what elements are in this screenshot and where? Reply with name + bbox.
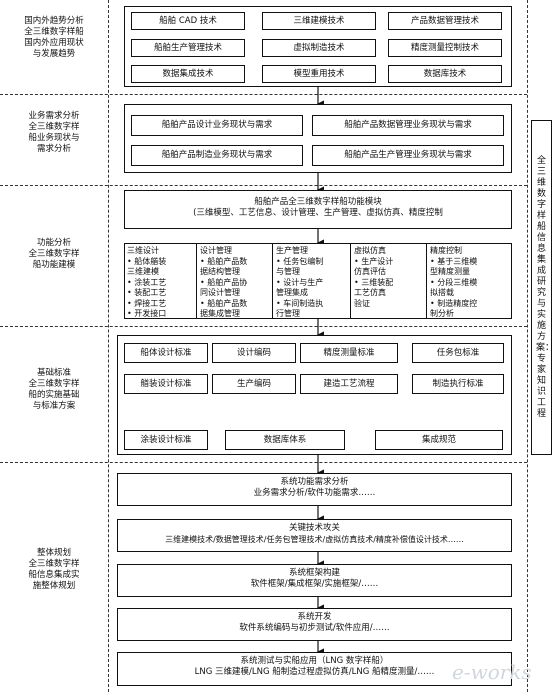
function-column-design-mgmt: 设计管理 • 船舶产品数 据结构管理 • 船舶产品协 同设计管理 • 船舶产品数…: [196, 244, 272, 318]
side-title: 全三维数字样船信息集成研究与实施方案：专家知识工程: [536, 155, 555, 419]
section-divider: [0, 185, 527, 186]
column-divider: [527, 0, 528, 692]
function-subtitle: (三维模型、工艺信息、设计管理、生产管理、虚拟仿真、精度控制: [193, 208, 443, 218]
needs-item: 船舶产品生产管理业务现状与需求: [312, 145, 504, 166]
trend-item: 数据库技术: [388, 65, 502, 83]
trend-item: 产品数据管理技术: [388, 12, 502, 30]
left-label-function: 功能分析全三维数字样船功能建模: [28, 238, 80, 270]
standards-item: 集成规范: [375, 430, 503, 450]
plan-step: 系统开发软件系统编码与初步测试/软件应用/……: [117, 608, 512, 641]
trend-item: 三维建模技术: [262, 12, 376, 30]
standards-item: 精度测量标准: [300, 343, 398, 363]
function-header: 船舶产品全三维数字样船功能模块 (三维模型、工艺信息、设计管理、生产管理、虚拟仿…: [124, 190, 512, 229]
plan-step: 系统框架构建软件框架/集成框架/实施框架/……: [117, 564, 512, 597]
section-divider: [0, 462, 527, 463]
trend-item: 船舶生产管理技术: [131, 39, 245, 57]
function-column-production-mgmt: 生产管理 • 任务包编制 与管理 • 设计与生产 管理集成 • 车间制造执 行管…: [272, 244, 350, 318]
plan-step: 系统功能需求分析业务需求分析/软件功能需求……: [117, 473, 512, 506]
plan-step: 系统测试与实船应用（LNG 数字样船）LNG 三维建模/LNG 船制造过程虚拟仿…: [117, 652, 512, 686]
standards-item: 建造工艺流程: [300, 374, 398, 394]
left-label-standards: 基础标准全三维数字样船的实施基础与标准方案: [28, 368, 80, 411]
needs-item: 船舶产品数据管理业务现状与需求: [312, 115, 504, 136]
standards-item: 设计编码: [212, 343, 296, 363]
standards-item: 制造执行标准: [412, 374, 504, 394]
function-title: 船舶产品全三维数字样船功能模块: [254, 197, 382, 207]
left-label-needs: 业务需求分析全三维数字样船业务现状与需求分析: [28, 111, 80, 154]
plan-step: 关键技术攻关三维建模技术/数据管理技术/任务包管理技术/虚拟仿真技术/精度补偿值…: [117, 519, 512, 552]
watermark-logo: e-works: [452, 660, 532, 684]
side-title-box: 全三维数字样船信息集成研究与实施方案：专家知识工程: [531, 120, 555, 455]
trend-item: 精度测量控制技术: [388, 39, 502, 57]
needs-item: 船舶产品设计业务现状与需求: [131, 115, 303, 136]
column-divider: [108, 0, 109, 692]
function-column-3d-design: 三维设计 • 船体艏装 三维建模 • 涂装工艺 • 装配工艺 • 焊接工艺 • …: [127, 246, 167, 318]
standards-item: 任务包标准: [412, 343, 504, 363]
standards-item: 生产编码: [212, 374, 296, 394]
trend-item: 船舶 CAD 技术: [131, 12, 245, 30]
standards-item: 数据库体系: [225, 430, 345, 450]
standards-item: 涂装设计标准: [124, 430, 208, 450]
trend-item: 模型重用技术: [262, 65, 376, 83]
standards-item: 船体设计标准: [124, 343, 208, 363]
needs-item: 船舶产品制造业务现状与需求: [131, 145, 303, 166]
section-divider: [0, 326, 527, 327]
function-column-precision: 精度控制 • 基于三维模 型精度测量 • 分段三维模 拟搭载 • 制造精度控 制…: [426, 244, 512, 318]
left-label-trend: 国内外趋势分析全三维数字样船国内外应用现状与发展趋势: [24, 16, 84, 59]
function-column-virtual-sim: 虚拟仿真 • 生产设计 仿真评估 • 三维装配 工艺仿真 验证: [350, 244, 426, 318]
function-columns-frame: [124, 243, 512, 319]
section-divider: [0, 94, 527, 95]
left-label-planning: 整体规划全三维数字样船信息集成实施整体规划: [28, 548, 80, 591]
trend-item: 数据集成技术: [131, 65, 245, 83]
standards-item: 艏装设计标准: [124, 374, 208, 394]
trend-item: 虚拟制造技术: [262, 39, 376, 57]
